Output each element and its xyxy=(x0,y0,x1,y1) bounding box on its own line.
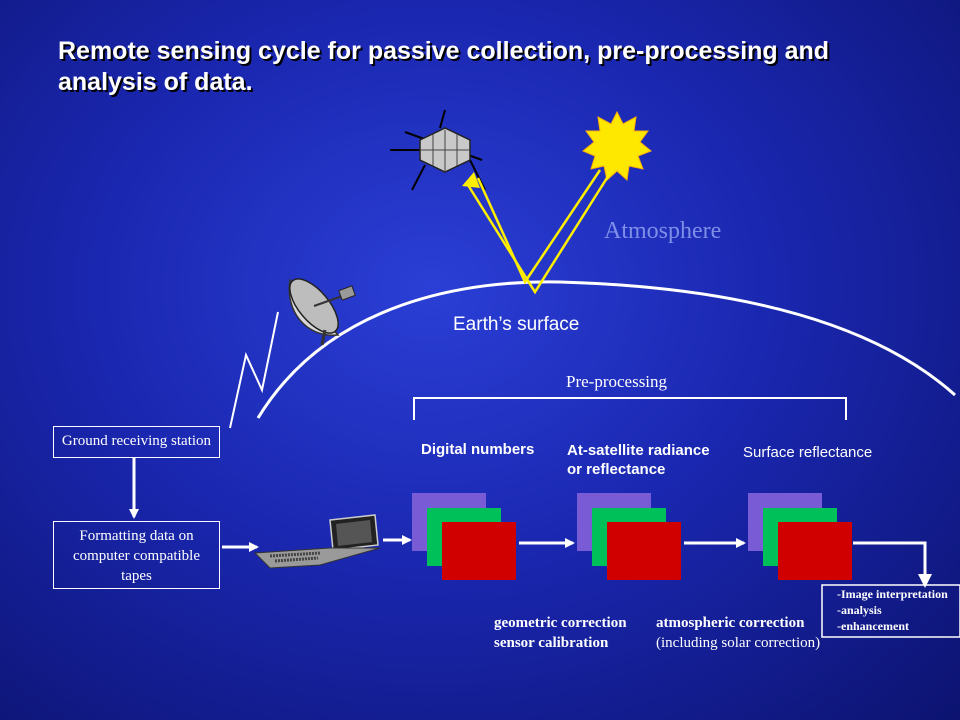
ground-station-label: Ground receiving station xyxy=(61,433,212,449)
analysis-line-1: -Image interpretation xyxy=(837,587,948,601)
formatting-line-2: computer compatible xyxy=(72,548,201,564)
formatting-box: Formatting data on computer compatible t… xyxy=(53,521,220,589)
digital-numbers-label: Digital numbers xyxy=(421,441,535,458)
pre-processing-bracket xyxy=(413,397,847,420)
at-satellite-line-1: At-satellite radiance xyxy=(567,442,710,459)
dish-antenna-icon xyxy=(288,278,356,346)
signal-link xyxy=(229,311,279,429)
image-layers-at-satellite xyxy=(577,493,681,580)
geometric-line-2: sensor calibration xyxy=(494,635,609,651)
earth-surface-arc xyxy=(256,280,956,419)
at-satellite-line-2: or reflectance xyxy=(567,461,666,478)
geometric-line-1: geometric correction xyxy=(494,615,627,631)
atmospheric-line-2: (including solar correction) xyxy=(656,635,821,651)
atmospheric-correction-label: atmospheric correction (including solar … xyxy=(656,613,820,653)
analysis-line-2: -analysis xyxy=(837,603,882,617)
at-satellite-label: At-satellite radiance or reflectance xyxy=(567,441,710,479)
image-layers-surface-reflectance xyxy=(748,493,852,580)
formatting-line-1: Formatting data on xyxy=(79,528,194,544)
formatting-line-3: tapes xyxy=(121,568,152,584)
geometric-correction-label: geometric correction sensor calibration xyxy=(494,613,627,653)
satellite-icon xyxy=(390,109,486,191)
earth-surface-label: Earth’s surface xyxy=(453,314,580,335)
surface-reflectance-label: Surface reflectance xyxy=(743,444,873,461)
sun-icon xyxy=(582,110,652,181)
pre-processing-label: Pre-processing xyxy=(566,372,668,391)
analysis-line-3: -enhancement xyxy=(837,619,909,633)
image-layers-digital-numbers xyxy=(412,493,516,580)
analysis-box xyxy=(821,584,960,638)
atmosphere-label: Atmosphere xyxy=(604,218,722,244)
page-title: Remote sensing cycle for passive collect… xyxy=(58,37,830,96)
radiation-beams xyxy=(466,169,614,295)
ground-station-box: Ground receiving station xyxy=(53,426,220,458)
atmospheric-line-1: atmospheric correction xyxy=(656,615,805,631)
analysis-label: -Image interpretation -analysis -enhance… xyxy=(837,586,959,634)
computer-terminal-icon xyxy=(253,514,381,569)
